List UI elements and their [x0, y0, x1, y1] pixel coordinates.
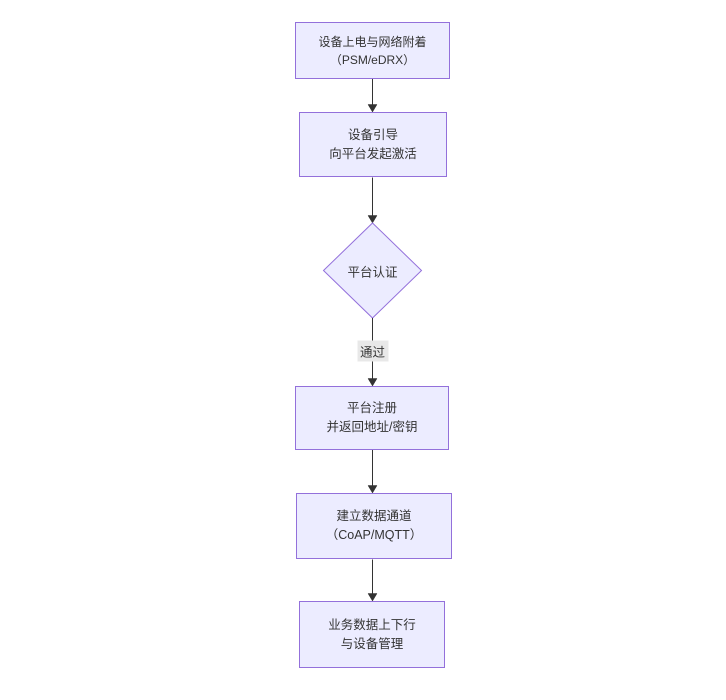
node-label-line: 平台注册: [346, 401, 397, 415]
node-data-channel: 建立数据通道 （CoAP/MQTT）: [296, 493, 452, 559]
arrowhead-icon: [367, 378, 378, 387]
node-business-data: 业务数据上下行 与设备管理: [299, 601, 445, 668]
node-label-line: 并返回地址/密钥: [326, 420, 418, 434]
edge-label-pass: 通过: [356, 340, 389, 362]
node-label-line: （PSM/eDRX）: [329, 52, 416, 67]
node-label-line: 设备引导: [347, 127, 398, 142]
node-platform-auth-label: 平台认证: [347, 265, 398, 279]
node-label-line: （CoAP/MQTT）: [325, 528, 423, 542]
node-label-line: 设备上电与网络附着: [318, 34, 427, 49]
node-label-line: 建立数据通道: [336, 509, 412, 523]
arrowhead-icon: [367, 485, 378, 494]
node-label-line: 向平台发起激活: [329, 146, 417, 161]
arrowhead-icon: [367, 215, 378, 224]
node-power-attach: 设备上电与网络附着 （PSM/eDRX）: [295, 22, 450, 79]
node-bootstrap: 设备引导 向平台发起激活: [299, 112, 447, 177]
node-platform-register: 平台注册 并返回地址/密钥: [295, 386, 449, 450]
node-label-line: 与设备管理: [340, 636, 404, 651]
node-label-line: 业务数据上下行: [328, 617, 416, 632]
arrowhead-icon: [367, 104, 378, 113]
arrowhead-icon: [367, 593, 378, 602]
